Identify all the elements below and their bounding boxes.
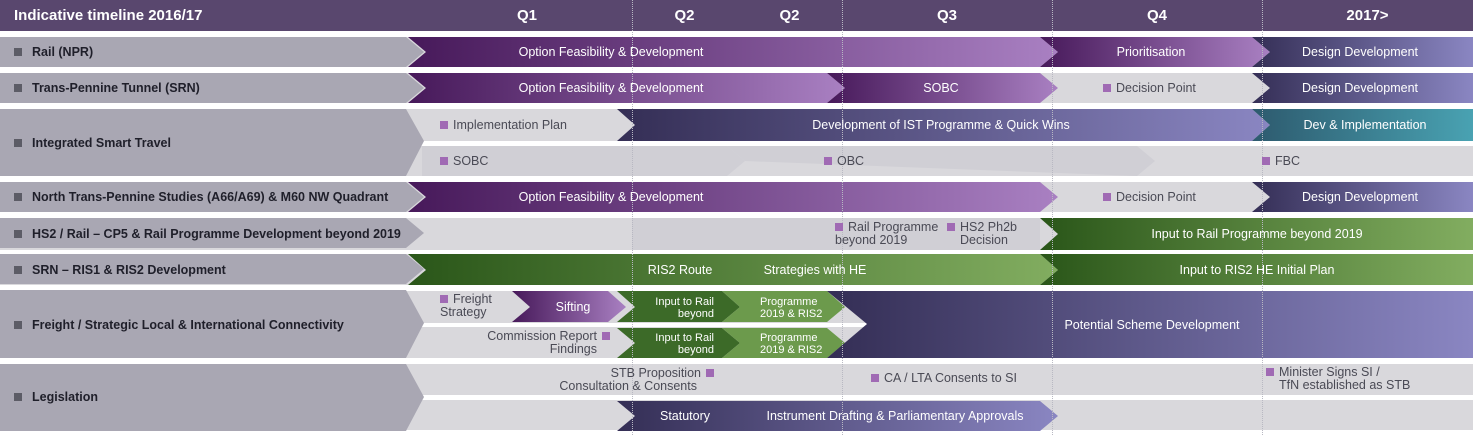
- bar-label: RIS2 Route: [647, 262, 713, 277]
- bullet-icon: [14, 138, 22, 147]
- period-2017: 2017>: [1346, 7, 1389, 24]
- milestone-decision-point: Decision Point: [1103, 191, 1196, 204]
- quarter-divider: [842, 0, 843, 435]
- milestone-minister-signs: Minister Signs SI /TfN established as ST…: [1266, 366, 1410, 392]
- bullet-icon: [14, 393, 22, 401]
- milestone-sobc: SOBC: [440, 155, 488, 168]
- bar-tunnel-sobc: [827, 73, 1058, 103]
- row-label-rail-npr: Rail (NPR): [0, 37, 93, 67]
- row-label-tunnel: Trans-Pennine Tunnel (SRN): [0, 73, 200, 103]
- timeline-title: Indicative timeline 2016/17: [14, 7, 203, 24]
- row-label-freight: Freight / Strategic Local & Internationa…: [0, 291, 344, 358]
- bullet-icon: [14, 84, 22, 92]
- milestone-icon: [706, 369, 714, 377]
- bar-label: Statutory: [659, 409, 711, 423]
- bullet-icon: [14, 193, 22, 201]
- row-label-srn: SRN – RIS1 & RIS2 Development: [0, 254, 226, 285]
- bar-srn-ris2: [408, 254, 1058, 285]
- period-q4: Q4: [1146, 7, 1167, 24]
- bar-rail-ofd: [408, 37, 1058, 67]
- bar-ist-dev-impl: [1252, 109, 1473, 141]
- bar-rail-design: [1252, 37, 1473, 67]
- bar-label: Design Development: [1301, 45, 1419, 59]
- quarter-divider: [1052, 0, 1053, 435]
- milestone-decision-point: Decision Point: [1103, 82, 1196, 95]
- bar-label: Potential Scheme Development: [1064, 317, 1240, 332]
- milestone-icon: [1262, 157, 1270, 165]
- bar-label: Dev & Implementation: [1303, 118, 1427, 132]
- milestone-icon: [1103, 193, 1111, 201]
- milestone-implementation-plan: Implementation Plan: [440, 119, 567, 132]
- bar-label: Input to Rail Programme beyond 2019: [1151, 227, 1363, 241]
- milestone-icon: [871, 374, 879, 382]
- bar-label: Sifting: [555, 299, 591, 314]
- bar-legislation-si: [617, 401, 1058, 431]
- row-label-ist: Integrated Smart Travel: [0, 109, 171, 176]
- milestone-icon: [440, 295, 448, 303]
- bar-freight-prog-1: [722, 291, 845, 322]
- bar-label: Option Feasibility & Development: [518, 190, 704, 204]
- bar-label: Development of IST Programme & Quick Win…: [812, 118, 1070, 132]
- milestone-icon: [1266, 368, 1274, 376]
- bar-label: Prioritisation: [1116, 45, 1186, 59]
- bullet-icon: [14, 320, 22, 329]
- milestone-icon: [835, 223, 843, 231]
- bar-label: SOBC: [923, 81, 959, 95]
- period-q3: Q3: [936, 7, 957, 24]
- bar-freight-sifting: [512, 291, 626, 322]
- bullet-icon: [14, 265, 22, 274]
- milestone-ca-lta: CA / LTA Consents to SI: [871, 372, 1017, 385]
- bullet-icon: [14, 48, 22, 56]
- bar-label: Strategies with HE: [763, 262, 867, 277]
- bar-freight-potential: [827, 291, 1473, 358]
- milestone-icon: [440, 157, 448, 165]
- bar-tunnel-design: [1252, 73, 1473, 103]
- milestone-icon: [1103, 84, 1111, 92]
- bar-ist-development: [617, 109, 1270, 141]
- row-label-legislation: Legislation: [0, 364, 98, 430]
- quarter-divider: [1262, 0, 1263, 435]
- bar-ntps-ofd: [408, 182, 1058, 212]
- milestone-icon: [440, 121, 448, 129]
- period-q2-b: Q2: [779, 7, 800, 24]
- bar-rail-prioritisation: [1040, 37, 1270, 67]
- bar-tunnel-ofd: [408, 73, 845, 103]
- row-label-shapes: [0, 37, 424, 431]
- milestone-fbc: FBC: [1262, 155, 1300, 168]
- period-q2-a: Q2: [674, 7, 695, 24]
- quarter-divider: [632, 0, 633, 435]
- bar-label: Design Development: [1301, 190, 1419, 204]
- row-label-hs2: HS2 / Rail – CP5 & Rail Programme Develo…: [0, 218, 401, 250]
- period-q1: Q1: [516, 7, 537, 24]
- bullet-icon: [14, 230, 22, 238]
- milestone-icon: [824, 157, 832, 165]
- bar-freight-prog-2: [722, 328, 845, 358]
- milestone-icon: [602, 332, 610, 340]
- bar-label: Input to RIS2 HE Initial Plan: [1179, 262, 1335, 277]
- bar-label: Option Feasibility & Development: [518, 81, 704, 95]
- bar-label: Design Development: [1301, 81, 1419, 95]
- bar-label: Instrument Drafting & Parliamentary Appr…: [766, 409, 1024, 423]
- bar-srn-input: [1040, 254, 1473, 285]
- timeline-header: Indicative timeline 2016/17 Q1 Q2 Q2 Q3 …: [0, 0, 1473, 31]
- bar-freight-input-1: [617, 291, 740, 322]
- bar-label: Option Feasibility & Development: [518, 45, 704, 59]
- milestone-obc: OBC: [824, 155, 864, 168]
- bar-freight-input-2: [617, 328, 740, 358]
- row-label-ntps: North Trans-Pennine Studies (A66/A69) & …: [0, 182, 388, 212]
- milestone-icon: [947, 223, 955, 231]
- bar-ntps-design: [1252, 182, 1473, 212]
- bar-hs2-input: [1040, 218, 1473, 250]
